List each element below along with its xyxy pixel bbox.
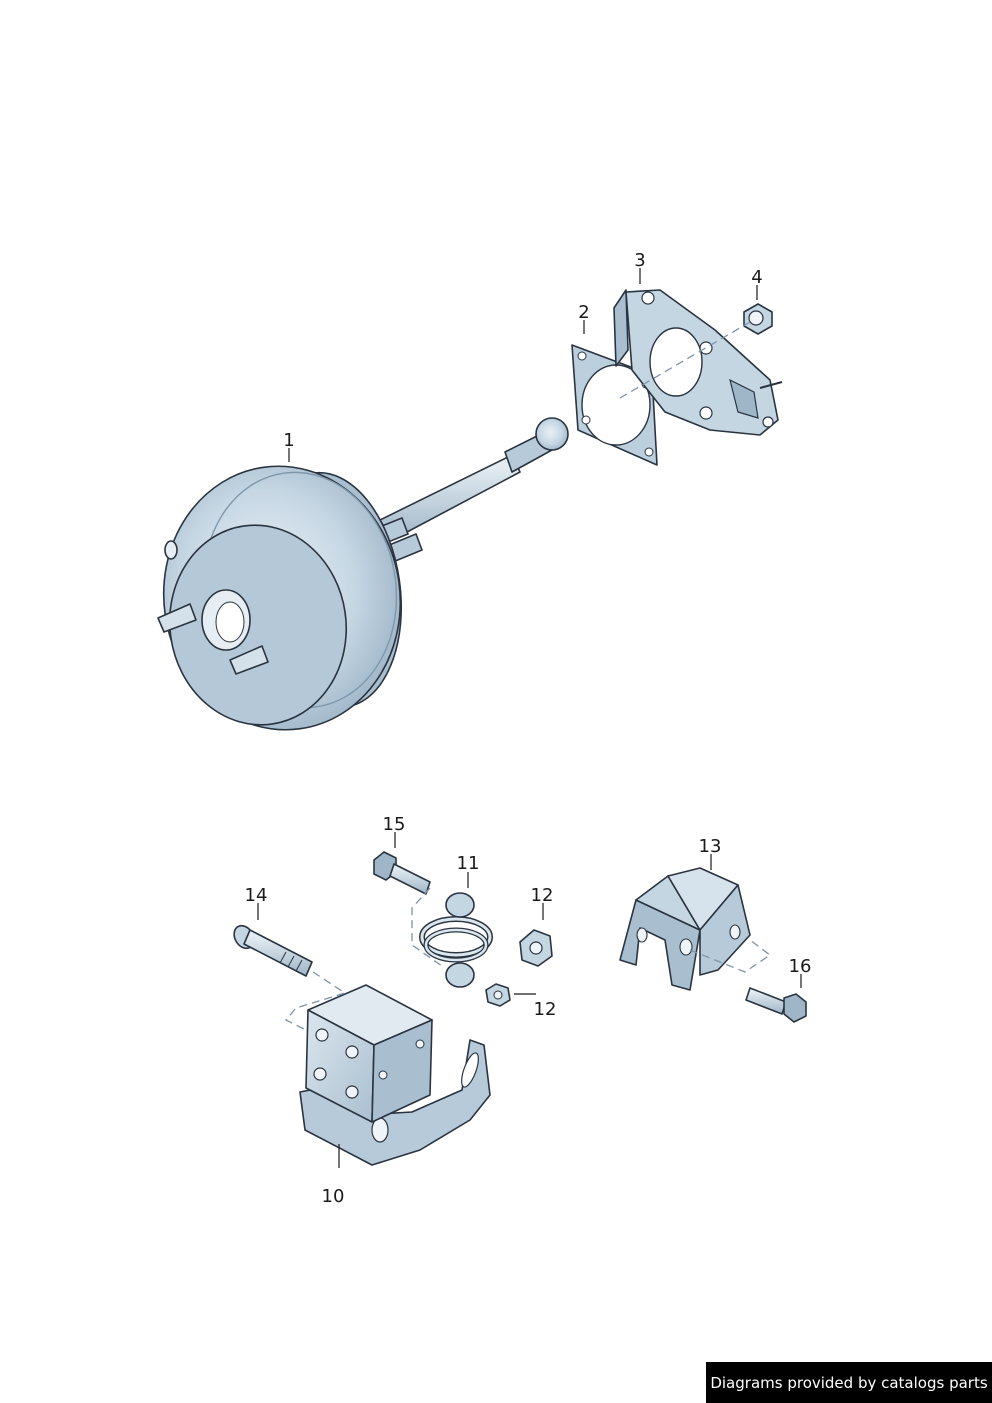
hose-clamp <box>419 892 493 988</box>
label-part-1: 1 <box>283 430 294 451</box>
label-part-4: 4 <box>751 267 762 288</box>
front-studs <box>157 603 269 675</box>
label-part-3: 3 <box>634 250 645 271</box>
label-part-12-lower: 12 <box>534 999 557 1020</box>
label-part-2: 2 <box>578 302 589 323</box>
label-part-15: 15 <box>383 814 406 835</box>
brake-booster <box>157 417 569 731</box>
short-bolt-lower <box>745 987 807 1023</box>
credit-banner: Diagrams provided by catalogs parts <box>706 1362 992 1403</box>
mounting-plate <box>613 289 783 436</box>
label-part-16: 16 <box>789 956 812 977</box>
label-part-12-upper: 12 <box>531 885 554 906</box>
label-part-10: 10 <box>322 1186 345 1207</box>
long-bolt <box>233 924 313 977</box>
flange-nut-upper <box>519 929 553 967</box>
hex-nut-lower <box>485 983 511 1007</box>
label-part-13: 13 <box>699 836 722 857</box>
short-bolt-upper <box>373 851 431 895</box>
u-bracket <box>619 867 751 991</box>
flange-nut-top <box>743 303 773 335</box>
label-part-14: 14 <box>245 885 268 906</box>
label-part-11: 11 <box>457 853 480 874</box>
push-rod <box>379 417 569 541</box>
mounting-bracket <box>299 984 491 1166</box>
